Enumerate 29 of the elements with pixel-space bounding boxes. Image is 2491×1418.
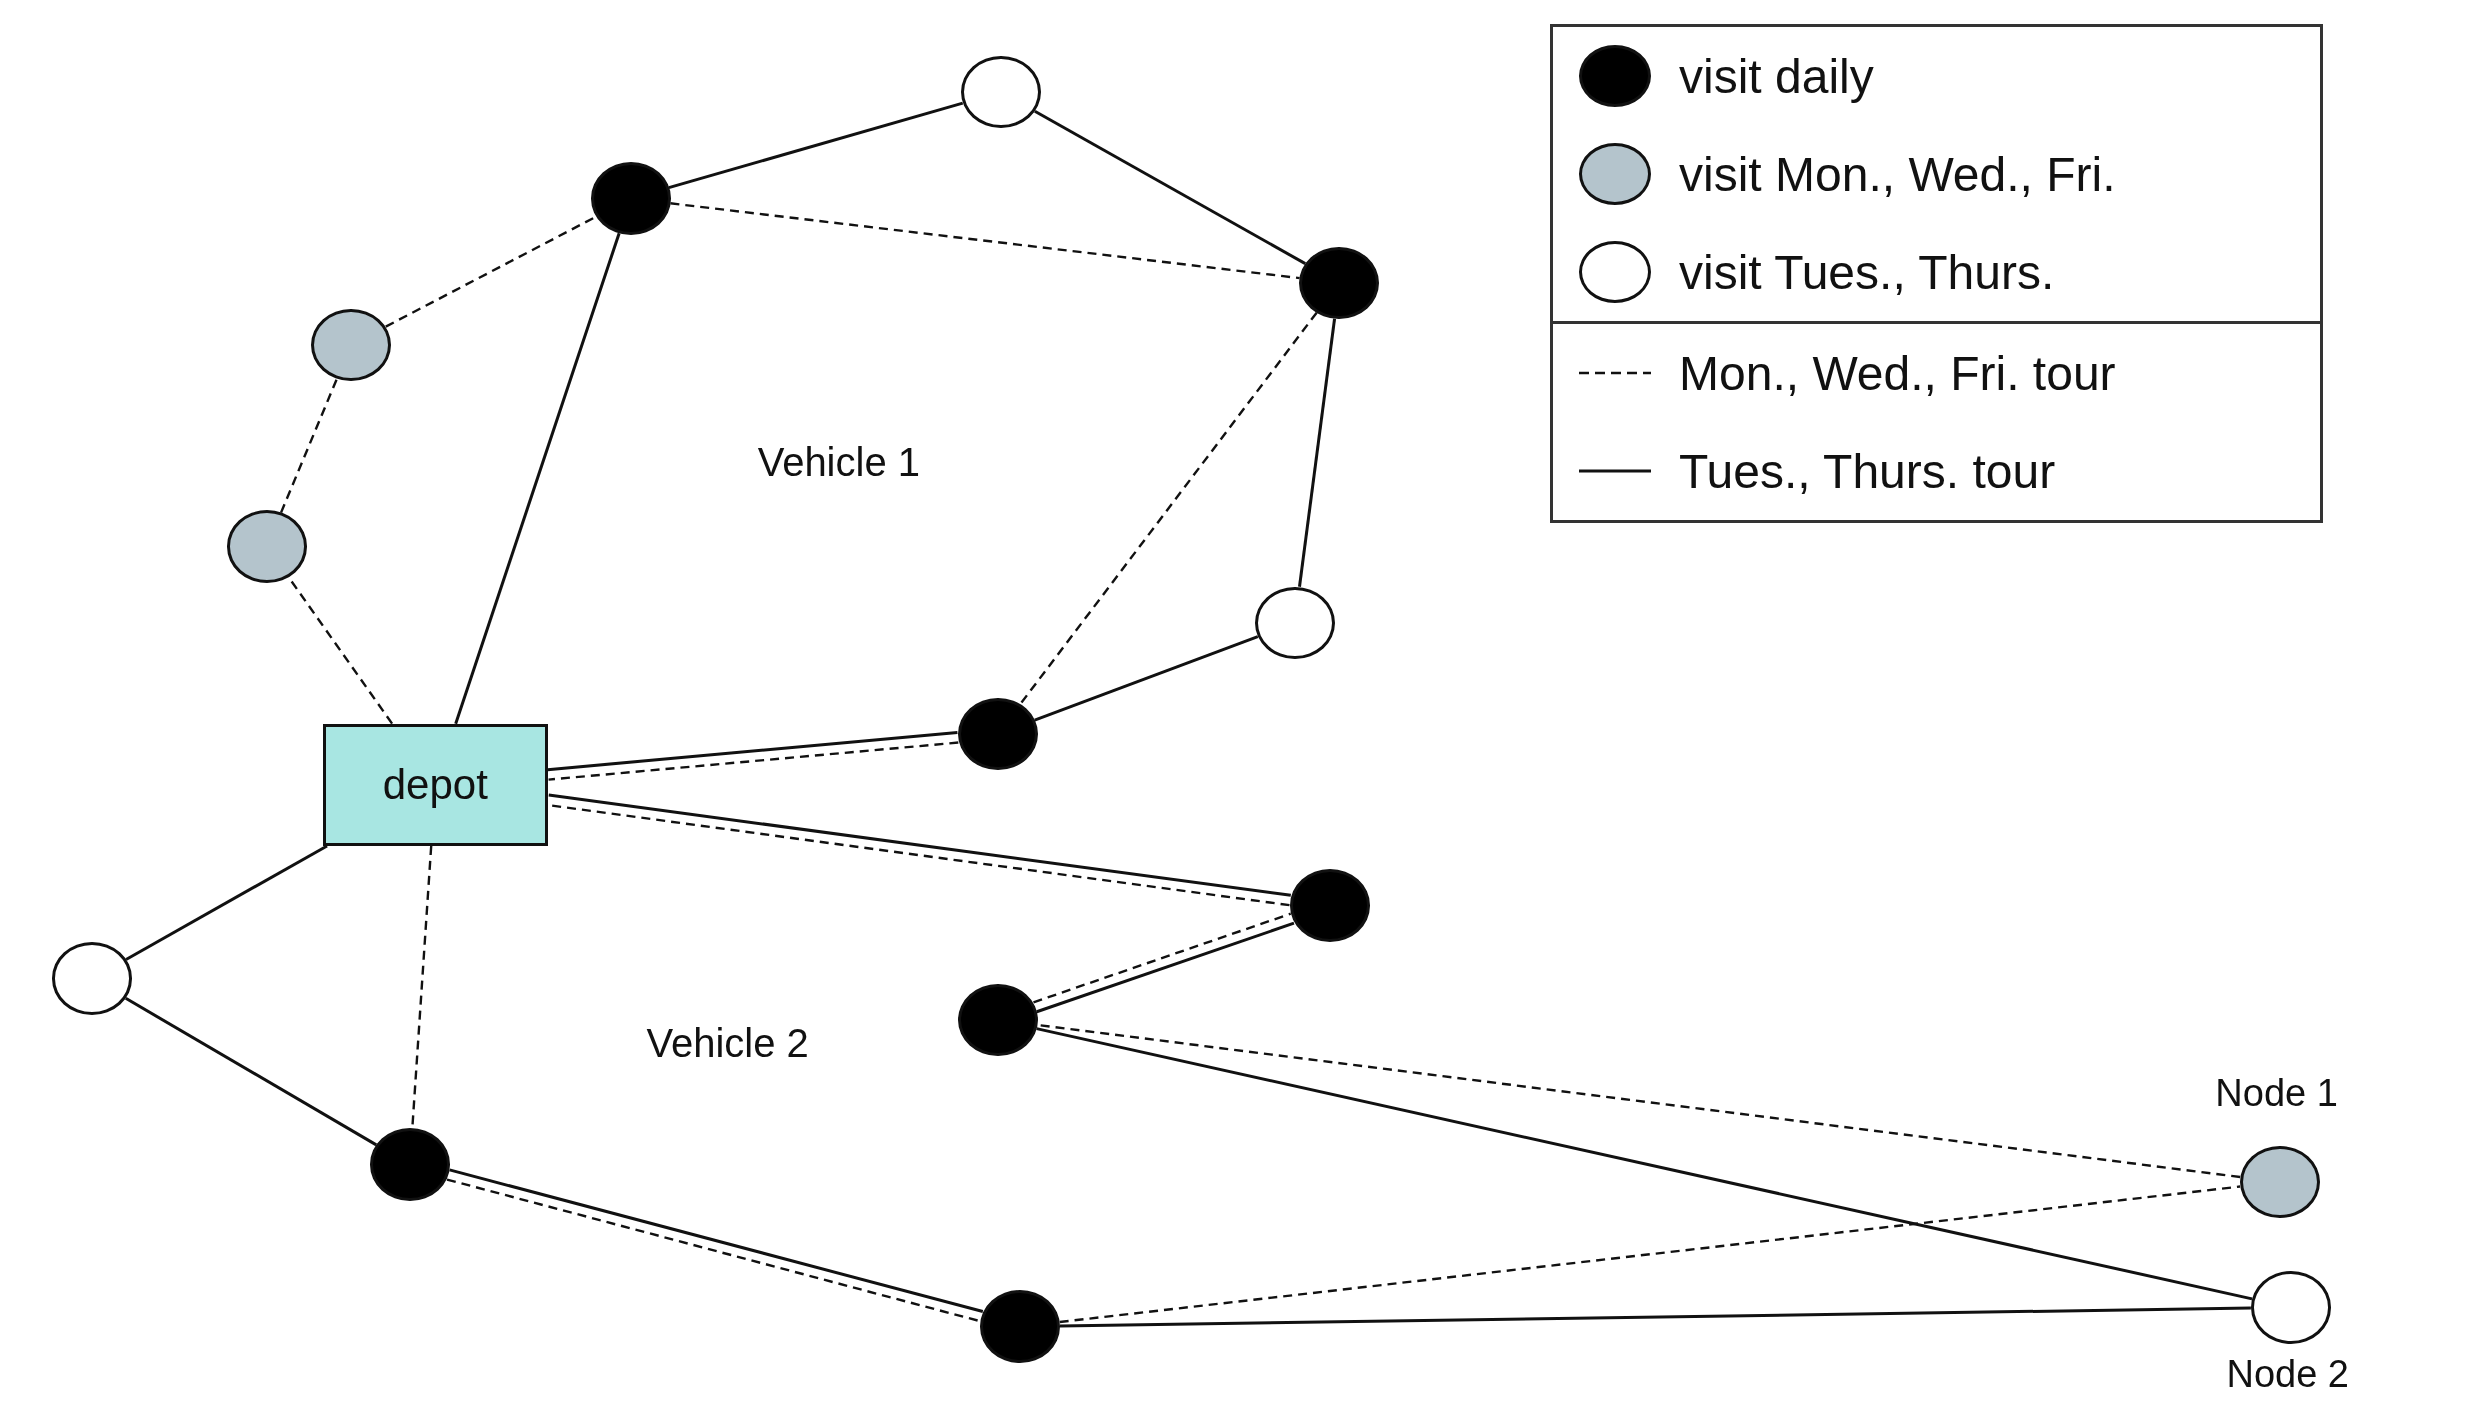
dashed-tour-line — [1059, 1185, 2241, 1324]
tour-line — [125, 997, 377, 1147]
dashed-tour-line — [1019, 311, 1318, 705]
tour-line — [1034, 635, 1259, 722]
depot-box — [322, 723, 549, 846]
tour-line — [1036, 921, 1295, 1014]
dashed-tour-line — [279, 378, 339, 514]
legend-label: visit Mon., Wed., Fri. — [1679, 146, 2116, 202]
tour-line — [1034, 110, 1307, 265]
tour-line — [125, 844, 328, 961]
tour-line — [454, 232, 621, 725]
legend-label: Mon., Wed., Fri. tour — [1679, 345, 2116, 401]
vehicle-label: Vehicle 2 — [646, 1021, 809, 1067]
legend-label: visit Tues., Thurs. — [1679, 244, 2055, 300]
dashed-tour-line — [548, 741, 959, 781]
tour-line — [548, 793, 1291, 897]
tour-line — [547, 731, 958, 772]
tour-line — [668, 101, 964, 190]
legend-label: visit daily — [1679, 48, 1874, 104]
tour-line — [1298, 318, 1337, 587]
vehicle-label: Vehicle 1 — [757, 439, 920, 485]
node-label: Node 2 — [2226, 1352, 2349, 1396]
dashed-tour-line — [1033, 912, 1292, 1004]
tour-line — [1036, 1027, 2253, 1301]
dashed-tour-line — [670, 202, 1300, 280]
depot-label: depot — [382, 760, 488, 809]
tour-line — [1059, 1306, 2251, 1328]
legend-label: Tues., Thurs. tour — [1679, 443, 2056, 499]
node-label: Node 1 — [2215, 1071, 2338, 1115]
